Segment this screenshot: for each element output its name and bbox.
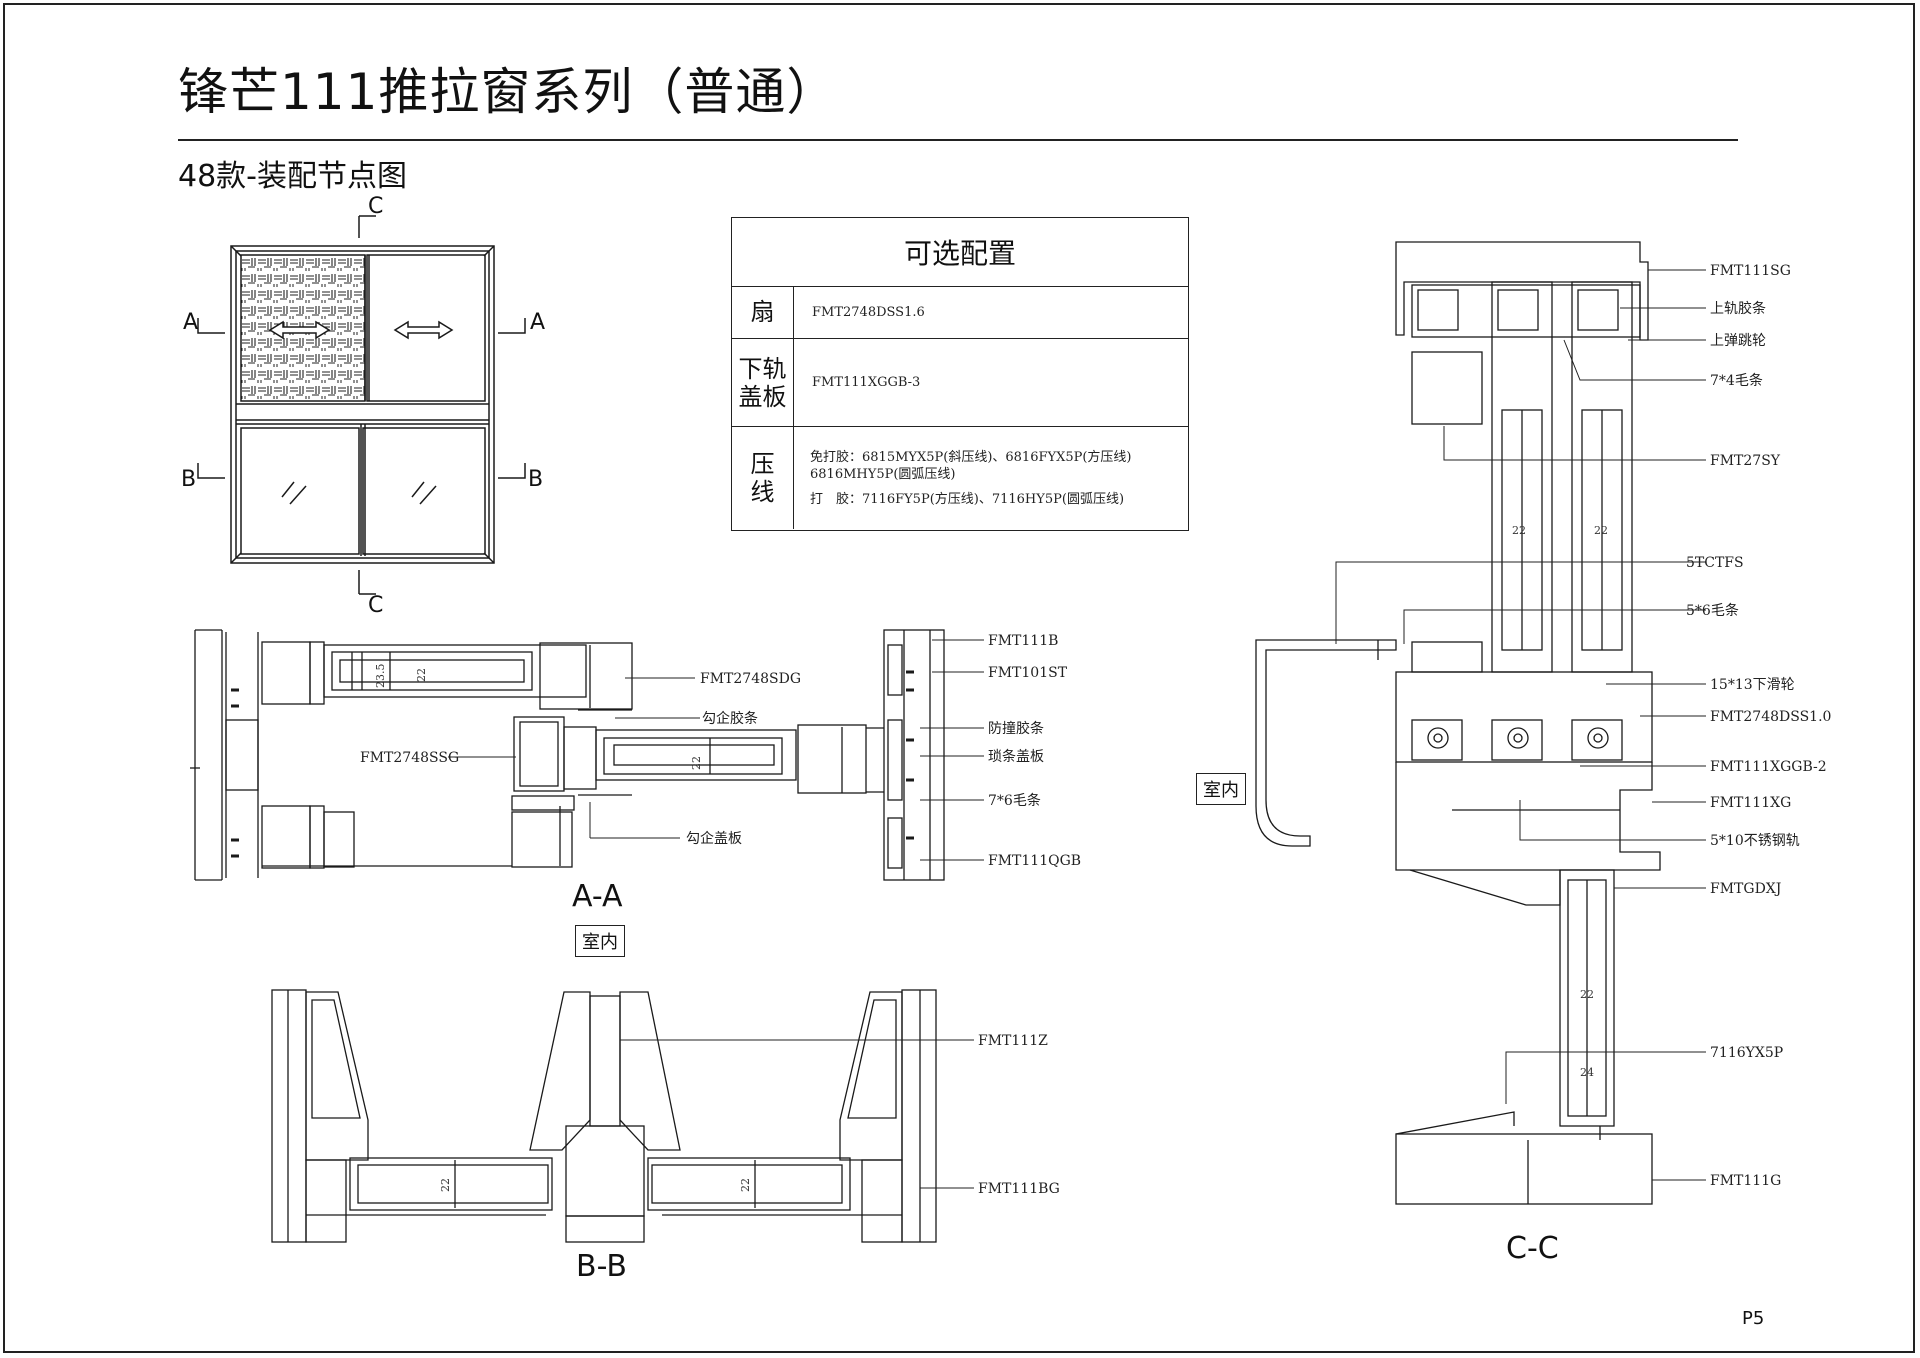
section-aa-drawing <box>190 629 945 881</box>
config-value-glazing-bead: 免打胶：6815MYX5P(斜压线)、6816FYX5P(方压线) 6816MH… <box>810 427 1132 529</box>
label-fmt27sy: FMT27SY <box>1710 453 1781 469</box>
config-row-glazing-bead: 压 线 免打胶：6815MYX5P(斜压线)、6816FYX5P(方压线) 68… <box>732 427 1188 529</box>
mark-b-left: B <box>181 467 196 492</box>
config-line: 打 胶：7116FY5P(方压线)、7116HY5P(圆弧压线) <box>810 491 1125 507</box>
dim-cc-1: 22 <box>1512 524 1526 537</box>
section-cc-leaders <box>1335 269 1706 1181</box>
label-maotiao74: 7*4毛条 <box>1710 372 1763 389</box>
config-line: 免打胶：6815MYX5P(斜压线)、6816FYX5P(方压线) <box>810 449 1132 465</box>
mark-b-right: B <box>528 467 543 492</box>
config-line: FMT111XGGB-3 <box>812 375 921 390</box>
indoor-tag-aa: 室内 <box>575 925 625 957</box>
section-aa-leaders <box>448 639 984 861</box>
page-title: 锋芒111推拉窗系列（普通） <box>178 63 838 121</box>
dim-cc-3: 22 <box>1580 988 1594 1001</box>
label-suotiao: 琐条盖板 <box>988 748 1044 765</box>
label-fmt111qgb: FMT111QGB <box>988 853 1081 869</box>
config-value-sash: FMT2748DSS1.6 <box>812 286 925 338</box>
section-bb-drawing <box>271 989 937 1243</box>
label-fmt2748ssg: FMT2748SSG <box>360 750 459 766</box>
label-fmt111xggb2: FMT111XGGB-2 <box>1710 759 1827 775</box>
page-number: P5 <box>1742 1308 1765 1329</box>
config-line: FMT2748DSS1.6 <box>812 304 925 320</box>
mark-c-top: C <box>368 194 383 219</box>
label-gangui: 5*10不锈钢轨 <box>1710 833 1800 849</box>
label-fmt111sg: FMT111SG <box>1710 263 1791 279</box>
config-head-track-cover: 下轨 盖板 <box>732 339 794 426</box>
slide-arrow-right-icon <box>393 320 454 340</box>
config-table: 可选配置 扇 FMT2748DSS1.6 下轨 盖板 FMT111XGGB-3 … <box>731 217 1189 531</box>
label-gouqi-jiaotiao: 勾企胶条 <box>702 710 758 727</box>
label-maotiao76: 7*6毛条 <box>988 792 1041 809</box>
window-elevation <box>230 245 495 564</box>
config-row-track-cover: 下轨 盖板 FMT111XGGB-3 <box>732 339 1188 427</box>
page-border <box>3 3 1915 1353</box>
slide-arrow-left-icon <box>268 320 331 340</box>
config-head-glazing-bead: 压 线 <box>732 427 794 529</box>
config-table-title: 可选配置 <box>732 218 1188 287</box>
dim-aa-2: 22 <box>415 668 428 682</box>
dim-bb-1: 22 <box>439 1178 452 1192</box>
config-line: 6816MHY5P(圆弧压线) <box>810 466 956 482</box>
label-shanggui-jiaotiao: 上轨胶条 <box>1710 300 1766 317</box>
mark-a-left: A <box>183 310 198 335</box>
label-fmt111bg: FMT111BG <box>978 1181 1060 1197</box>
label-gouqi-gaiban: 勾企盖板 <box>686 830 742 847</box>
label-fmt111z: FMT111Z <box>978 1033 1048 1049</box>
label-fmtgdxj: FMTGDXJ <box>1710 881 1781 897</box>
label-fmt2748dss: FMT2748DSS1.0 <box>1710 709 1831 725</box>
section-cc-drawing <box>1255 241 1661 1205</box>
indoor-tag-cc: 室内 <box>1196 773 1246 805</box>
config-value-track-cover: FMT111XGGB-3 <box>812 339 920 426</box>
dim-aa-3: 22 <box>690 756 703 770</box>
label-fmt101st: FMT101ST <box>988 665 1068 681</box>
section-aa-name: A-A <box>572 879 623 914</box>
label-tctfs: 5TCTFS <box>1686 555 1744 571</box>
label-fmt111xg: FMT111XG <box>1710 795 1791 811</box>
label-fmt2748sdg: FMT2748SDG <box>700 671 801 687</box>
section-cut-markers <box>197 215 526 595</box>
mark-a-right: A <box>530 310 545 335</box>
label-fangzhuang: 防撞胶条 <box>988 720 1044 737</box>
label-maotiao56: 5*6毛条 <box>1686 602 1739 619</box>
subtitle: 48款-装配节点图 <box>178 159 407 194</box>
dim-bb-2: 22 <box>739 1178 752 1192</box>
label-fmt111g: FMT111G <box>1710 1173 1781 1189</box>
dim-aa-1: 23.5 <box>374 664 387 689</box>
dim-cc-4: 24 <box>1580 1066 1594 1079</box>
section-bb-leaders <box>620 1039 974 1189</box>
section-cc-name: C-C <box>1506 1231 1559 1266</box>
config-head-sash: 扇 <box>732 286 794 338</box>
mark-c-bottom: C <box>368 593 383 618</box>
config-row-sash: 扇 FMT2748DSS1.6 <box>732 286 1188 339</box>
label-fmt111b: FMT111B <box>988 633 1058 649</box>
section-bb-name: B-B <box>576 1249 627 1284</box>
dim-cc-2: 22 <box>1594 524 1608 537</box>
label-yx5p: 7116YX5P <box>1710 1045 1783 1061</box>
label-shangtan: 上弹跳轮 <box>1710 333 1766 349</box>
label-xiahualun: 15*13下滑轮 <box>1710 676 1795 693</box>
title-rule <box>178 139 1738 141</box>
